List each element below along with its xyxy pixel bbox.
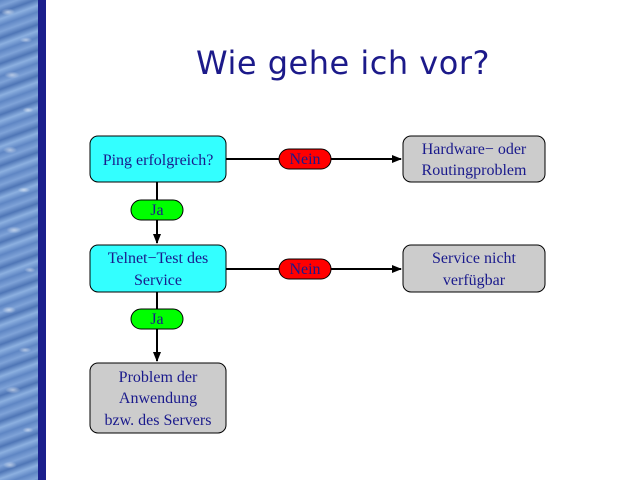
node-service: Service nicht verfügbar bbox=[402, 244, 546, 293]
node-hardware-line-2: Routingproblem bbox=[422, 162, 527, 179]
node-hardware: Hardware− oder Routingproblem bbox=[402, 135, 546, 183]
node-service-line-1: Service nicht bbox=[432, 250, 517, 267]
node-problem-line-1: Problem der bbox=[119, 369, 198, 386]
node-hardware-line-1: Hardware− oder bbox=[422, 141, 527, 158]
edge-label-ping-no: Nein bbox=[278, 148, 332, 170]
node-problem: Problem der Anwendung bzw. des Servers bbox=[89, 362, 227, 434]
node-telnet-line-1: Telnet−Test des bbox=[108, 250, 209, 267]
slide-title: Wie gehe ich vor? bbox=[196, 44, 490, 82]
node-service-line-2: verfügbar bbox=[443, 272, 506, 289]
node-ping-line-1: Ping erfolgreich? bbox=[103, 152, 214, 169]
node-telnet: Telnet−Test des Service bbox=[89, 244, 227, 293]
edge-label-telnet-no-text: Nein bbox=[289, 261, 320, 278]
edge-label-ping-yes-text: Ja bbox=[150, 202, 163, 219]
node-ping: Ping erfolgreich? bbox=[89, 135, 227, 183]
accent-bar bbox=[38, 0, 46, 480]
edge-label-ping-no-text: Nein bbox=[289, 151, 320, 168]
marble-decoration-strip bbox=[0, 0, 38, 480]
edge-label-ping-yes: Ja bbox=[130, 199, 184, 221]
edge-label-telnet-yes-text: Ja bbox=[150, 311, 163, 328]
edge-label-telnet-yes: Ja bbox=[130, 308, 184, 330]
node-problem-line-2: Anwendung bbox=[119, 390, 197, 407]
node-telnet-line-2: Service bbox=[134, 272, 182, 289]
node-problem-line-3: bzw. des Servers bbox=[105, 412, 212, 429]
edge-label-telnet-no: Nein bbox=[278, 258, 332, 280]
